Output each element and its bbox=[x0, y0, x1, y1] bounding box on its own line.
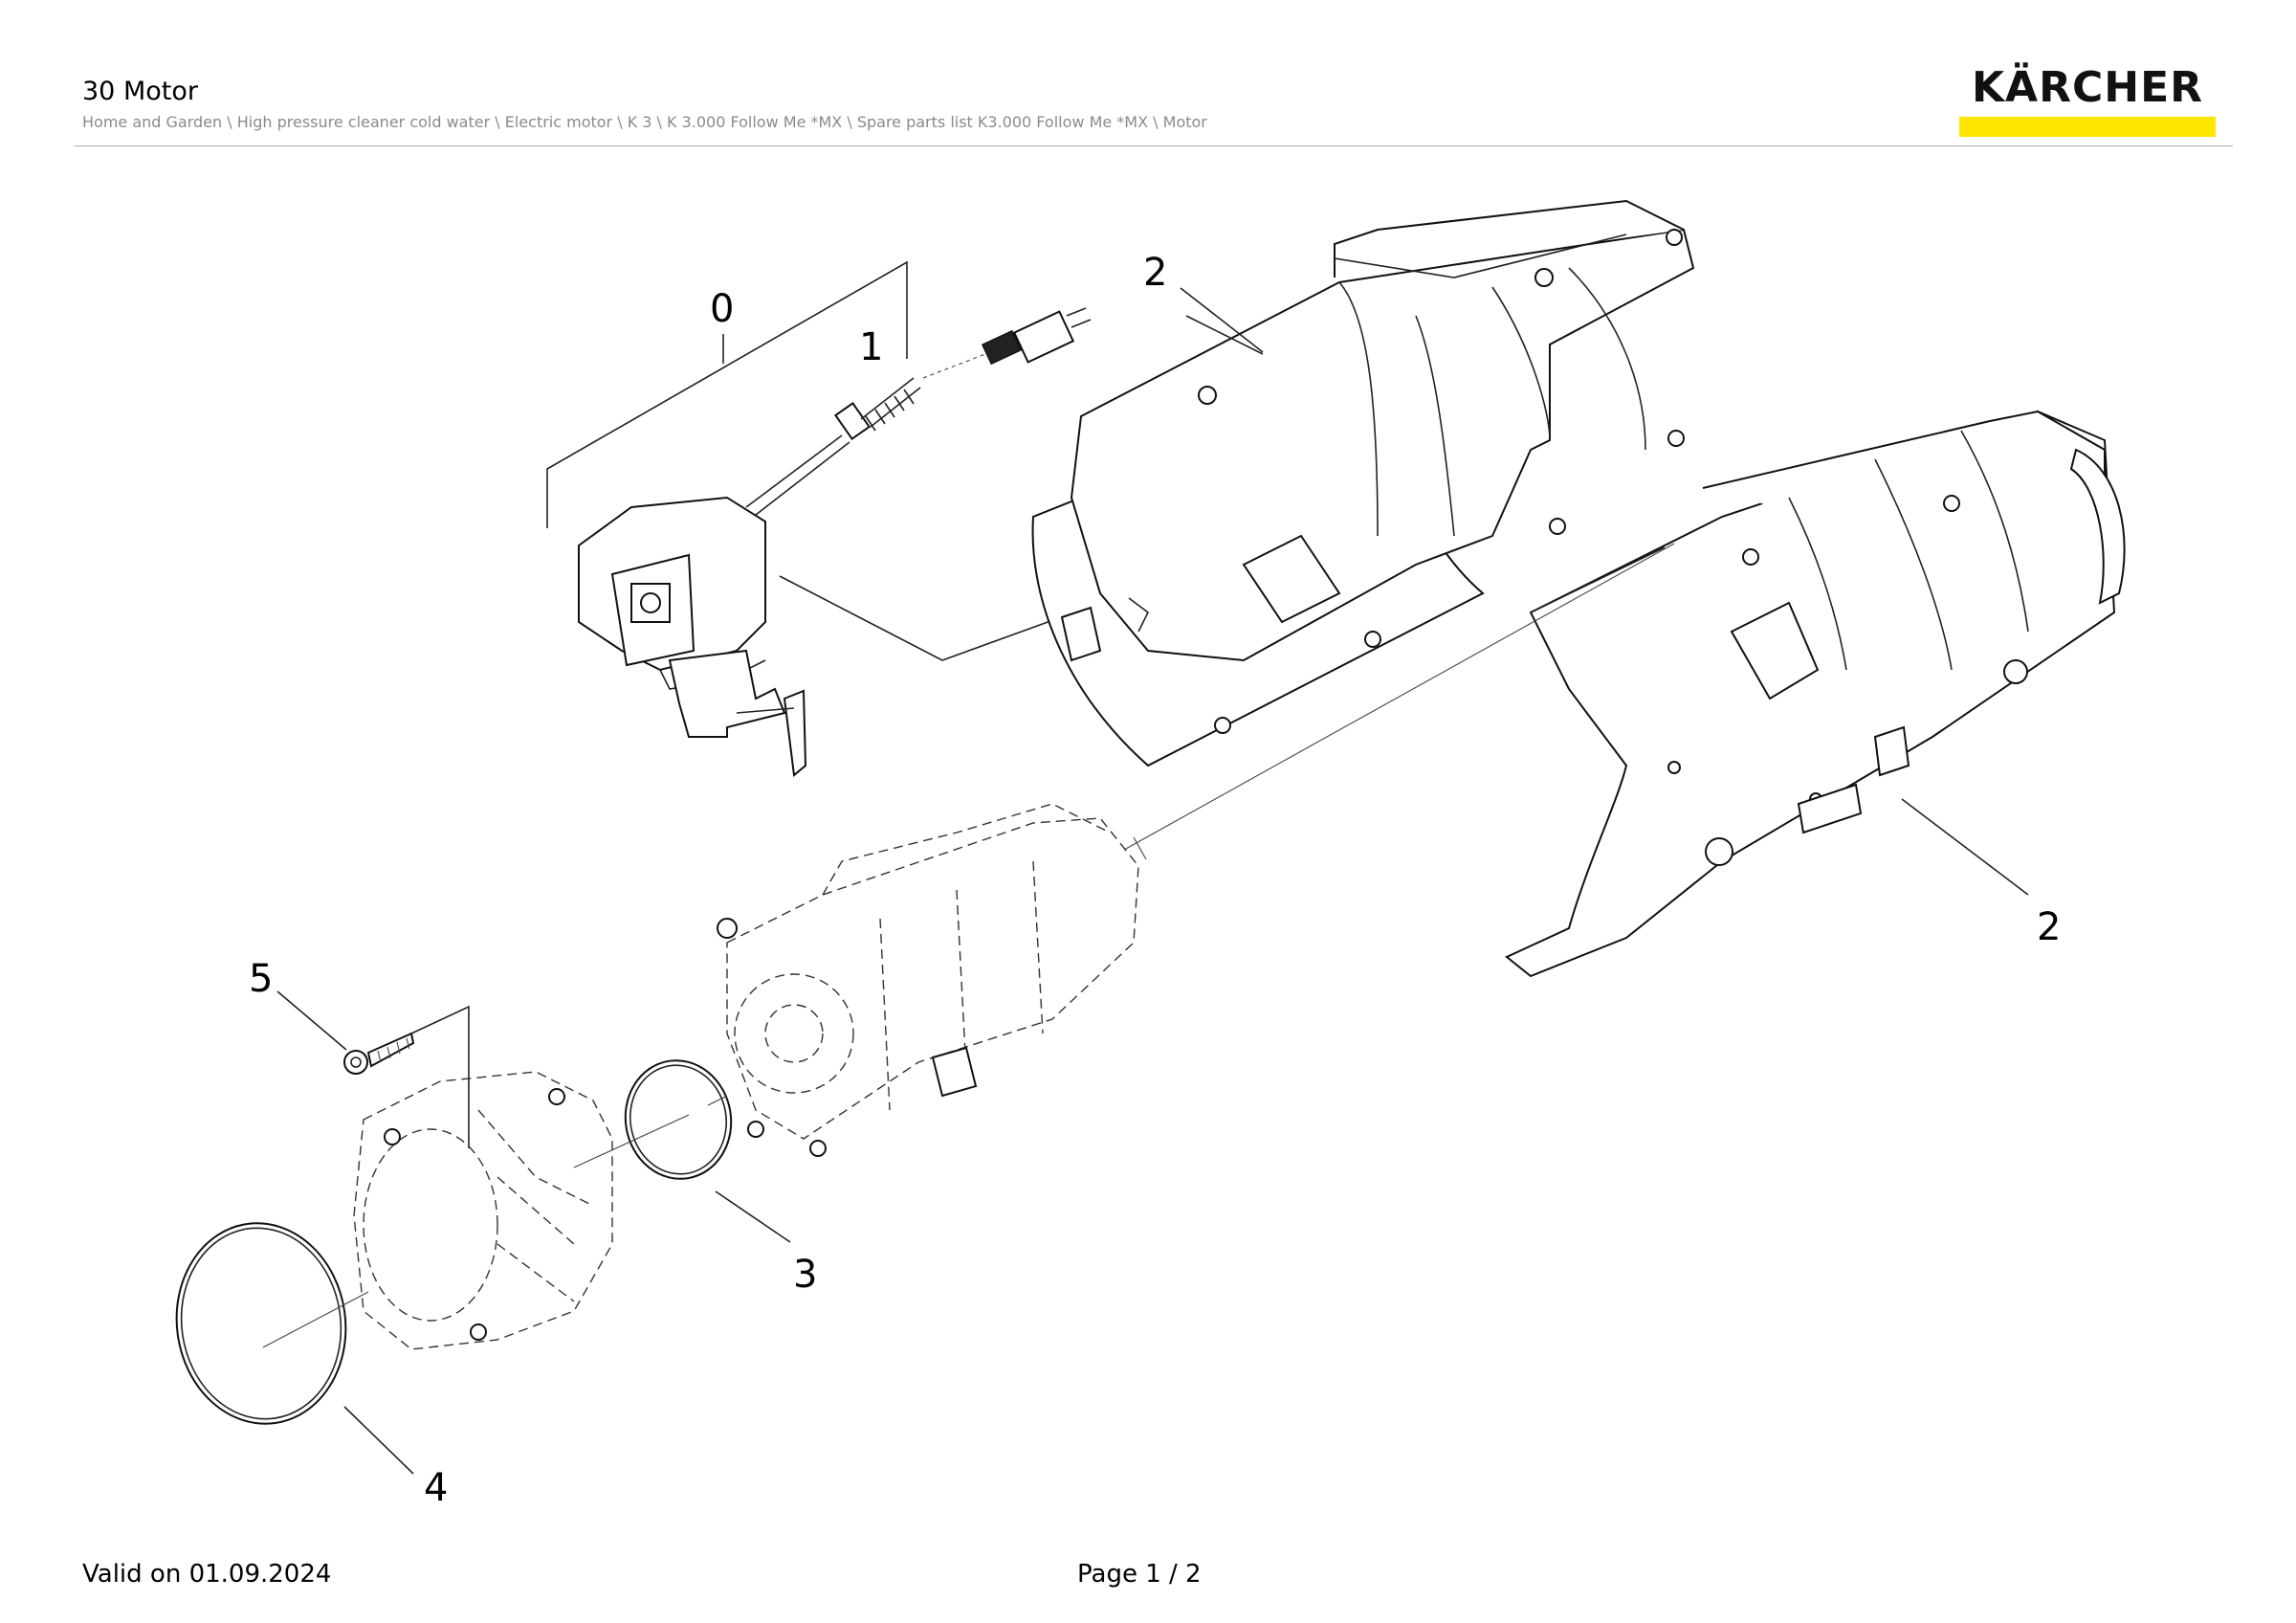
o-ring-lower bbox=[175, 1222, 414, 1475]
header-divider bbox=[75, 145, 2233, 146]
housing-lower bbox=[1505, 410, 2126, 978]
switch-box-with-cord bbox=[546, 260, 1149, 777]
leader-2-lower bbox=[1901, 798, 2029, 896]
logo-yellow-bar bbox=[1959, 117, 2216, 137]
page-title: 30 Motor bbox=[82, 77, 198, 106]
callout-0: 0 bbox=[710, 287, 734, 331]
screw bbox=[276, 990, 415, 1075]
callout-3: 3 bbox=[793, 1253, 817, 1297]
electric-motor bbox=[717, 543, 1675, 1157]
callout-2-lower: 2 bbox=[2037, 905, 2061, 949]
page-indicator: Page 1 / 2 bbox=[1077, 1560, 1202, 1589]
callout-5: 5 bbox=[249, 957, 273, 1001]
logo-wordmark: KÄRCHER bbox=[1971, 63, 2204, 112]
karcher-logo: KÄRCHER bbox=[1959, 61, 2216, 138]
o-ring-upper bbox=[573, 1059, 791, 1243]
callout-1: 1 bbox=[859, 325, 883, 369]
callout-2-upper: 2 bbox=[1143, 251, 1167, 295]
valid-date: Valid on 01.09.2024 bbox=[82, 1560, 332, 1589]
callout-4: 4 bbox=[424, 1466, 448, 1510]
housing-upper bbox=[1031, 199, 1695, 767]
end-cap bbox=[353, 1005, 613, 1350]
breadcrumb: Home and Garden \ High pressure cleaner … bbox=[82, 113, 1207, 131]
leader-2-upper bbox=[1180, 287, 1264, 353]
